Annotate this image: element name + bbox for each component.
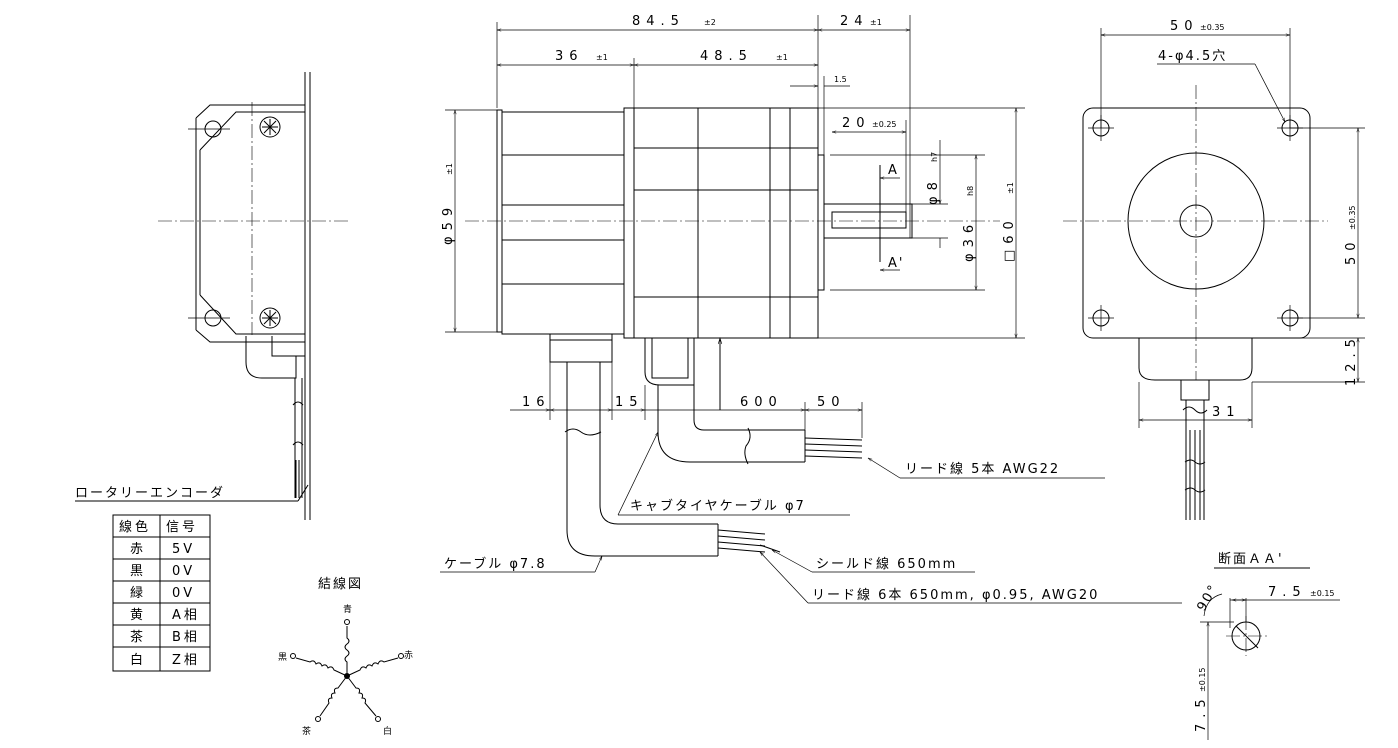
dim-section-flat-v-tol: ±0.15 bbox=[1198, 667, 1207, 692]
cables bbox=[564, 338, 863, 557]
dim-shaft-length-tol: ±1 bbox=[870, 18, 882, 27]
dim-shaft-usable: 20 bbox=[842, 116, 871, 131]
dim-section-flat-v: 7.5 bbox=[1194, 693, 1209, 732]
table-cell: Z相 bbox=[172, 653, 200, 668]
dim-shaft-usable-tol: ±0.25 bbox=[872, 120, 897, 129]
signal-table: 線色 信号 赤 5V 黒 0V 緑 0V 黄 A相 茶 B相 白 Z相 bbox=[112, 514, 211, 672]
dimensions-center: 84.5 ±2 24 ±1 36 ±1 48.5 ±1 1.5 20 ±0.25… bbox=[441, 14, 1025, 438]
dim-flange-height-tol: ±0.35 bbox=[1348, 205, 1357, 230]
dim-shaft-dia: φ8 bbox=[926, 176, 941, 205]
label-shield: シールド線 650mm bbox=[816, 556, 957, 572]
table-cell: 0V bbox=[172, 586, 195, 601]
dim-section-flat: 7.5 bbox=[1268, 585, 1307, 600]
section-a-prime-mark: A' bbox=[888, 256, 904, 271]
dim-section-flat-tol: ±0.15 bbox=[1310, 589, 1335, 598]
label-lead-5: リード線 5本 AWG22 bbox=[905, 461, 1060, 477]
dim-cable-16: 16 bbox=[522, 395, 551, 410]
dim-encoder-length-tol: ±1 bbox=[596, 53, 608, 62]
table-cell: 白 bbox=[130, 652, 146, 668]
dim-encoder-dia-tol: ±1 bbox=[445, 163, 454, 175]
table-cell: A相 bbox=[172, 608, 200, 623]
dim-flange-height: 50 bbox=[1344, 236, 1359, 265]
rotary-encoder-label: ロータリーエンコーダ bbox=[75, 486, 225, 501]
dim-lead-600: 600 bbox=[740, 395, 783, 410]
label-lead-6: リード線 6本 650mm, φ0.95, AWG20 bbox=[812, 587, 1099, 603]
label-cabtire: キャブタイヤケーブル φ7 bbox=[630, 498, 806, 514]
table-cell: 黄 bbox=[130, 608, 146, 623]
leader-labels: リード線 5本 AWG22 キャブタイヤケーブル φ7 ケーブル φ7.8 シー… bbox=[440, 432, 1182, 604]
dim-flange-width-tol: ±0.35 bbox=[1200, 23, 1225, 32]
motor-front-view bbox=[1063, 85, 1328, 520]
table-cell: 0V bbox=[172, 564, 195, 579]
dimensions-right: 50 ±0.35 4-φ4.5穴 50 ±0.35 12.5 31 bbox=[1101, 19, 1365, 428]
wiring-diagram-title: 結線図 bbox=[318, 576, 363, 592]
dim-connector-width: 31 bbox=[1212, 405, 1241, 420]
dim-shaft-dia-fit: h7 bbox=[930, 152, 939, 162]
wire-brown-label: 茶 bbox=[302, 725, 311, 737]
wire-black-label: 黒 bbox=[278, 652, 287, 663]
dim-pilot-dia: φ36 bbox=[962, 219, 977, 262]
dim-shaft-length: 24 bbox=[840, 14, 869, 29]
dim-motor-length: 48.5 bbox=[700, 49, 753, 64]
dim-total-length-tol: ±2 bbox=[704, 18, 716, 27]
motor-side-view bbox=[465, 107, 1000, 386]
wire-blue-label: 青 bbox=[343, 603, 352, 615]
encoder-side-view bbox=[158, 72, 348, 520]
dim-flange-square-tol: ±1 bbox=[1006, 182, 1015, 194]
dim-pilot-dia-fit: h8 bbox=[966, 186, 975, 196]
dim-encoder-dia: φ59 bbox=[441, 202, 456, 245]
dim-mounting-holes: 4-φ4.5穴 bbox=[1158, 49, 1227, 64]
table-header-signal: 信号 bbox=[166, 520, 198, 535]
dim-flange-square: □60 bbox=[1002, 215, 1017, 262]
table-cell: 茶 bbox=[130, 629, 146, 645]
screw-icon bbox=[259, 116, 281, 138]
screw-icon bbox=[259, 307, 281, 329]
dim-flange-width: 50 bbox=[1170, 19, 1199, 34]
wire-red-label: 赤 bbox=[404, 650, 413, 661]
dim-connector-height: 12.5 bbox=[1344, 333, 1359, 386]
table-cell: 5V bbox=[172, 542, 195, 557]
dim-encoder-length: 36 bbox=[555, 49, 584, 64]
wiring-diagram: 結線図 青 赤 黒 茶 白 bbox=[278, 576, 413, 737]
table-cell: B相 bbox=[172, 630, 200, 645]
table-cell: 黒 bbox=[130, 564, 146, 579]
section-aa: 断面ＡＡ' 7.5 ±0.15 7.5 ±0.15 90° bbox=[1194, 552, 1340, 740]
dim-motor-length-tol: ±1 bbox=[776, 53, 788, 62]
wire-white-label: 白 bbox=[383, 725, 392, 737]
section-a-mark: A bbox=[888, 163, 899, 178]
table-cell: 緑 bbox=[130, 586, 146, 601]
section-title: 断面ＡＡ' bbox=[1218, 552, 1284, 567]
dim-cable-15: 15 bbox=[615, 395, 644, 410]
table-cell: 赤 bbox=[130, 542, 146, 557]
dim-section-angle: 90° bbox=[1194, 581, 1222, 614]
dim-boss-length: 1.5 bbox=[834, 75, 847, 84]
dim-lead-50: 50 bbox=[817, 395, 846, 410]
table-header-color: 線色 bbox=[119, 519, 151, 535]
dim-total-length: 84.5 bbox=[632, 14, 685, 29]
label-cable-78: ケーブル φ7.8 bbox=[444, 556, 547, 572]
